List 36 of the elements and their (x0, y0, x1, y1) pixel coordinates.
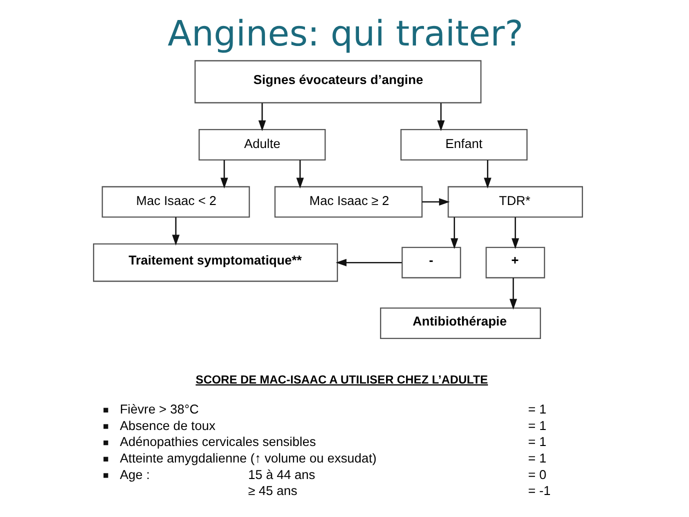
node-box: Mac Isaac < 2 (101, 186, 250, 218)
arrow (436, 103, 444, 132)
node-box: Mac Isaac ≥ 2 (274, 186, 422, 218)
node-box: Signes évocateurs d’angine (194, 60, 481, 104)
arrow (483, 160, 491, 188)
node-box: Antibiothérapie (380, 308, 540, 339)
label: = 1 (528, 401, 546, 416)
label: Absence de toux (119, 418, 215, 433)
node-box: Enfant (400, 129, 528, 160)
label: ≥ 45 ans (248, 483, 297, 498)
diagram-title: Angines: qui traiter? (167, 14, 523, 55)
arrow (422, 198, 450, 206)
label: = 1 (528, 418, 546, 433)
node-box: - (401, 246, 461, 278)
label: = 0 (528, 466, 546, 482)
label: SCORE DE MAC-ISAAC A UTILISER CHEZ L’ADULTE (195, 373, 488, 386)
label: Age : (119, 466, 150, 482)
node-box: TDR* (447, 186, 582, 218)
label: 15 à 44 ans (248, 466, 315, 482)
label: Adénopathies cervicales sensibles (119, 434, 316, 450)
arrow (511, 217, 519, 250)
arrow (258, 103, 266, 132)
label: = 1 (528, 434, 546, 450)
arrow (335, 258, 402, 266)
arrow (509, 278, 517, 310)
label: = 1 (528, 450, 546, 466)
node-box: Adulte (198, 129, 326, 160)
label: Fièvre > 38°C (119, 401, 198, 416)
arrow (172, 217, 180, 246)
node-box: Traitement symptomatique** (92, 243, 338, 282)
label: Atteinte amygdalienne (↑ volume ou exsudat) (119, 450, 376, 466)
arrow (296, 160, 304, 188)
node-box: + (485, 246, 545, 278)
label: = -1 (528, 483, 550, 498)
arrow (450, 217, 458, 249)
arrow (220, 160, 228, 188)
